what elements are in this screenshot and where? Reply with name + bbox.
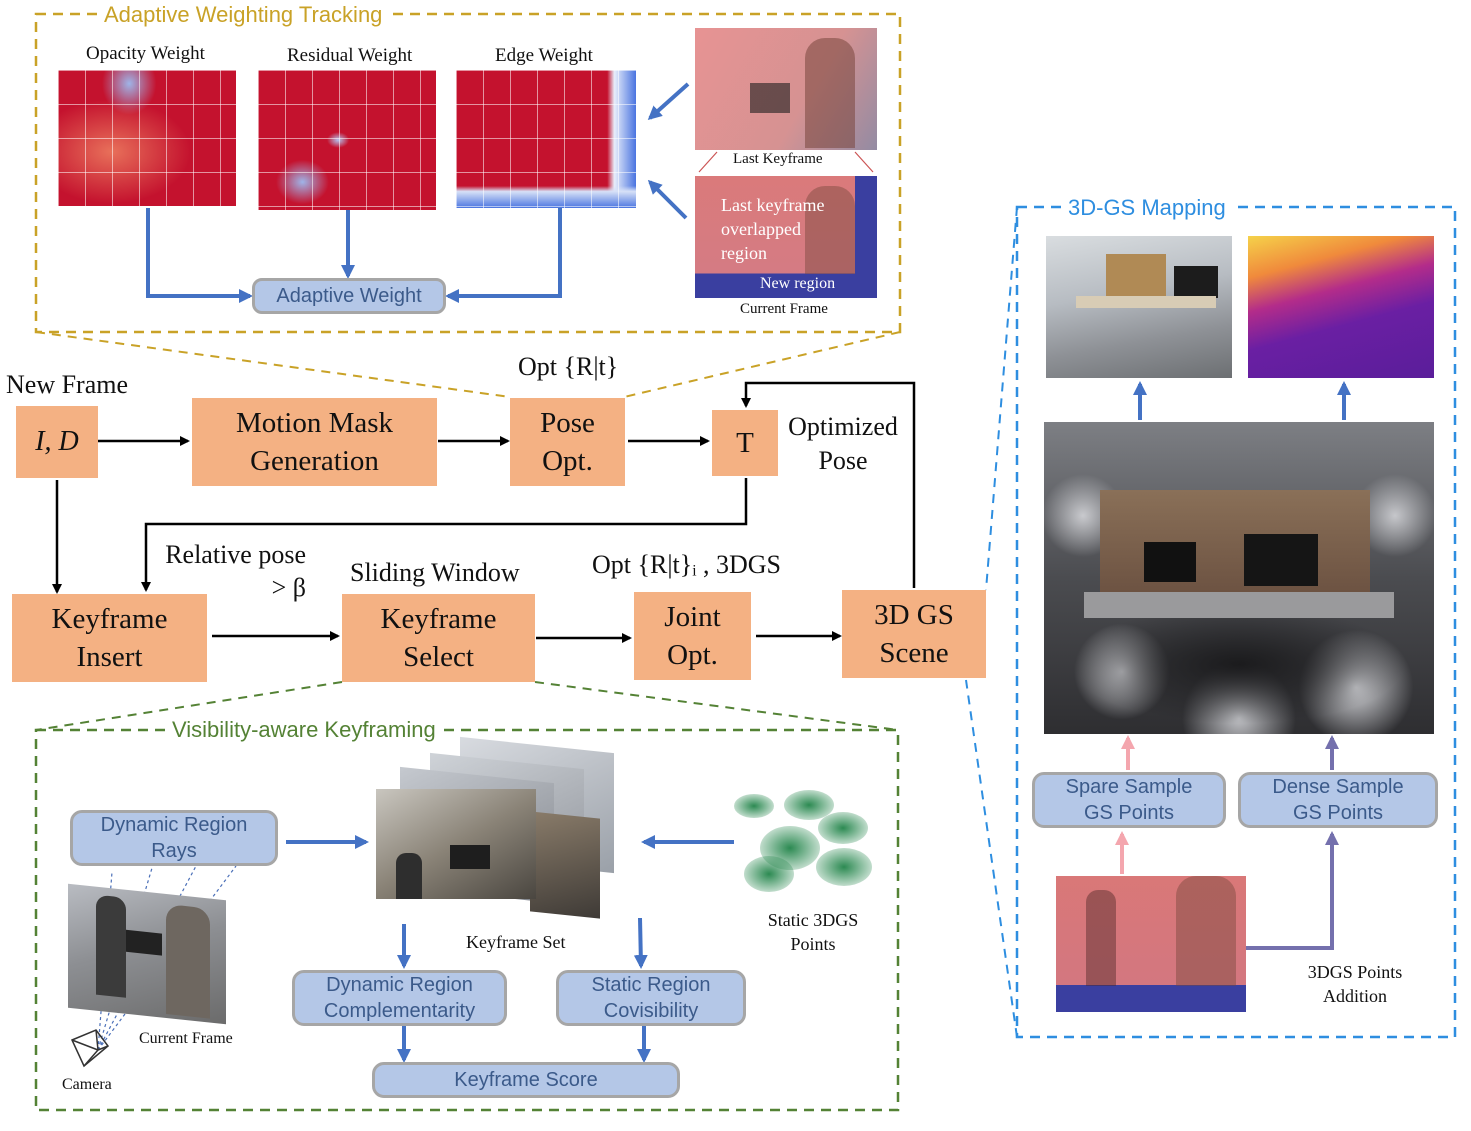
gs-scene-box: 3D GS Scene: [842, 590, 986, 678]
keyframe-score-box: Keyframe Score: [372, 1062, 680, 1098]
last-keyframe-label: Last Keyframe: [733, 151, 823, 167]
camera-icon: [70, 1029, 110, 1068]
mapping-frame: [1015, 205, 1457, 1039]
camera-label: Camera: [62, 1076, 112, 1093]
tracking-frame: [34, 12, 902, 334]
static-covisibility-box: Static Region Covisibility: [556, 970, 746, 1026]
residual-weight-map: [258, 70, 436, 210]
static-points-blob: [730, 790, 876, 894]
dense-sample-box: Dense Sample GS Points: [1238, 772, 1438, 828]
rendered-rgb-image: [1046, 236, 1232, 378]
sliding-window-label: Sliding Window: [350, 558, 520, 587]
residual-weight-label: Residual Weight: [287, 45, 413, 66]
input-id-box: I, D: [16, 406, 98, 478]
tracking-title: Adaptive Weighting Tracking: [98, 2, 389, 28]
edge-weight-map: [456, 70, 636, 208]
keyframe-set-label: Keyframe Set: [466, 932, 566, 952]
new-region-text: New region: [760, 275, 836, 292]
dynamic-complementarity-box: Dynamic Region Complementarity: [292, 970, 507, 1026]
keyframing-title: Visibility-aware Keyframing: [166, 717, 442, 743]
last-keyframe-perspective: [695, 150, 877, 174]
mapping-title: 3D-GS Mapping: [1062, 195, 1232, 221]
dynamic-rays-box: Dynamic Region Rays: [70, 810, 278, 866]
mapping-input-frame: [1056, 876, 1246, 1012]
opt-rt-label: Opt {R|t}: [518, 352, 619, 381]
current-frame-label-top: Current Frame: [740, 301, 828, 317]
optimized-pose-label: Optimized Pose: [788, 412, 898, 475]
relative-pose-label: Relative pose > β: [165, 540, 306, 602]
pose-opt-box: Pose Opt.: [510, 398, 625, 486]
opacity-weight-map: [58, 70, 236, 206]
current-frame-image: [68, 883, 226, 1025]
gaussian-scene-image: [1044, 422, 1434, 734]
opt-joint-label: Opt {R|t}ᵢ , 3DGS: [592, 550, 781, 579]
opacity-weight-label: Opacity Weight: [86, 43, 205, 64]
keyframe-select-box: Keyframe Select: [342, 594, 535, 682]
overlap-region-text: Last keyframe overlapped region: [721, 195, 825, 263]
keyframe-insert-box: Keyframe Insert: [12, 594, 207, 682]
motion-mask-box: Motion Mask Generation: [192, 398, 437, 486]
joint-opt-box: Joint Opt.: [634, 592, 751, 680]
t-box: T: [712, 410, 778, 476]
keyframing-frame: [34, 728, 900, 1112]
points-addition-label: 3DGS Points Addition: [1307, 962, 1403, 1006]
new-frame-label: New Frame: [6, 370, 129, 399]
current-frame-label: Current Frame: [139, 1030, 233, 1047]
spare-sample-box: Spare Sample GS Points: [1032, 772, 1226, 828]
keyframe-stack: [370, 736, 640, 925]
static-points-label: Static 3DGS Points: [767, 910, 859, 954]
adaptive-weight-box: Adaptive Weight: [252, 278, 446, 314]
last-keyframe-image: [695, 28, 877, 150]
edge-weight-label: Edge Weight: [495, 45, 593, 66]
current-frame-overlap-image: [695, 176, 877, 298]
rendered-depth-image: [1248, 236, 1434, 378]
